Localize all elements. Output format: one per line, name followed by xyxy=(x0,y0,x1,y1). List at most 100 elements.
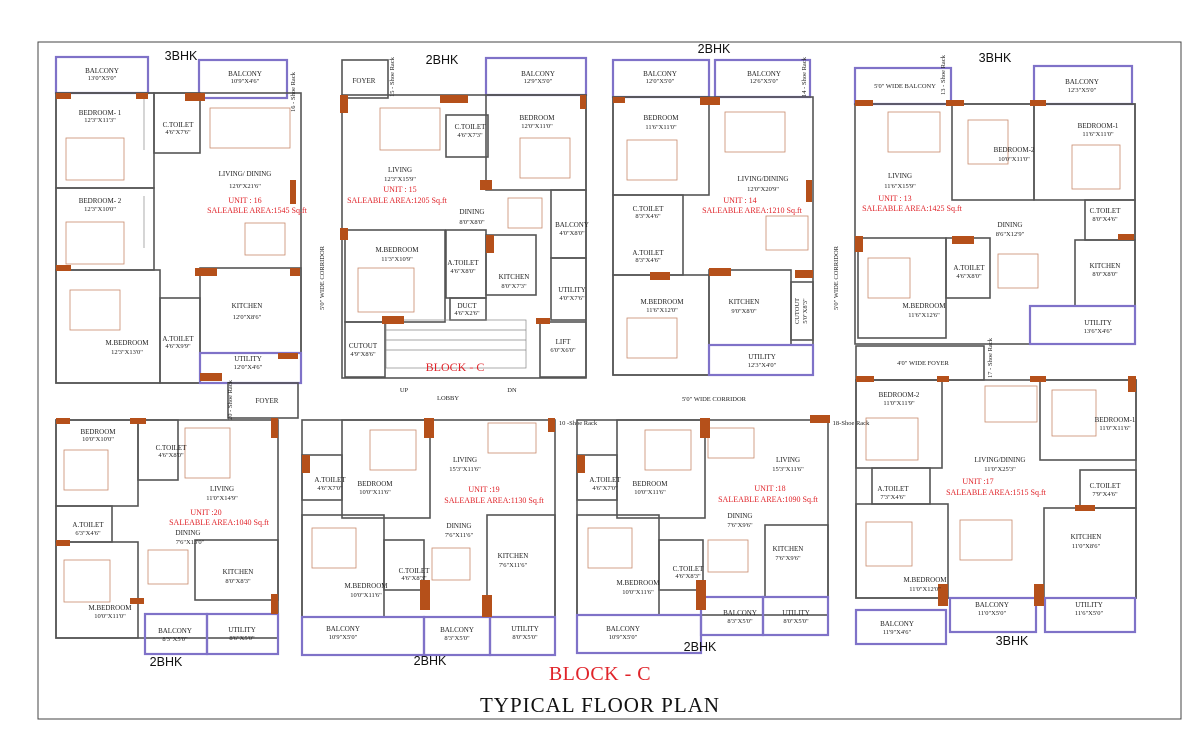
u20-kitchen-label: KITCHEN xyxy=(223,568,254,576)
u13-ctoilet-size: 8'0"X4'6" xyxy=(1092,216,1118,223)
u19-balcony-size: 10'9"X5'0" xyxy=(329,634,358,641)
u13-living-size: 11'6"X15'9" xyxy=(884,183,916,190)
u17-shoe-rack: 17 - Shoe Rack xyxy=(987,337,994,378)
u20-utility-size: 8'6"X5'0" xyxy=(229,635,255,642)
u16-kitchen-size: 12'0"X8'6" xyxy=(233,314,262,321)
u17-bed1-label: BEDROOM-1 xyxy=(1095,416,1136,424)
cutout-left-label: CUTOUT xyxy=(349,342,378,350)
u17-balcony2-size: 11'9"X4'6" xyxy=(883,629,912,636)
u20-living-label: LIVING xyxy=(210,485,234,493)
u16-saleable-area: SALEABLE AREA:1545 Sq.ft xyxy=(207,206,308,215)
u16-utility-size: 12'0"X4'6" xyxy=(234,364,263,371)
u17-mbed-label: M.BEDROOM xyxy=(904,576,948,584)
u15-utility-size: 4'0"X7'6" xyxy=(559,295,585,302)
u14-balcony-label: BALCONY xyxy=(643,70,677,78)
u14-living-size: 12'0"X20'9" xyxy=(747,186,779,193)
u17-living-size: 11'0"X25'3" xyxy=(984,466,1016,473)
u18-mbed-size: 10'0"X11'6" xyxy=(622,589,654,596)
u15-atoilet-size: 4'6"X8'0" xyxy=(450,268,476,275)
u16-bed2-label: BEDROOM- 2 xyxy=(79,197,122,205)
u13-utility-label: UTILITY xyxy=(1084,319,1112,327)
u14-utility-size: 12'3"X4'0" xyxy=(748,362,777,369)
u19-bed-size: 10'0"X11'6" xyxy=(359,489,391,496)
block-title: BLOCK - C xyxy=(548,663,652,685)
u15-mbed-size: 11'3"X10'9" xyxy=(381,256,413,263)
u15-balcony-label: BALCONY xyxy=(521,70,555,78)
u17-bed2-label: BEDROOM-2 xyxy=(879,391,920,399)
u15-bed-size: 12'0"X11'0" xyxy=(521,123,553,130)
u14-balcony2-size: 12'6"X5'0" xyxy=(750,78,779,85)
u14-atoilet-label: A.TOILET xyxy=(632,249,664,257)
u13-balcony-label: BALCONY xyxy=(1065,78,1099,86)
u17-utility-size: 11'6"X5'0" xyxy=(1075,610,1104,617)
u15-bed-label: BEDROOM xyxy=(519,114,555,122)
u13-utility-size: 13'6"X4'6" xyxy=(1084,328,1113,335)
u18-bed-size: 10'0"X11'6" xyxy=(634,489,666,496)
u15-ctoilet-size: 4'6"X7'3" xyxy=(457,132,483,139)
u15-duct-size: 4'6"X2'6" xyxy=(454,310,480,317)
u20-dining-size: 7'6"X13'0" xyxy=(176,539,205,546)
u16-bed1-label: BEDROOM- 1 xyxy=(79,109,122,117)
u16-bed2-size: 12'3"X10'0" xyxy=(84,206,116,213)
u18-dining-size: 7'6"X9'6" xyxy=(727,522,753,529)
u14-ctoilet-size: 8'3"X4'6" xyxy=(635,213,661,220)
u13-dining-label: DINING xyxy=(998,221,1023,229)
u19-kitchen-label: KITCHEN xyxy=(498,552,529,560)
u13-ctoilet-label: C.TOILET xyxy=(1090,207,1122,215)
bhk-label-top-mid-left: 2BHK xyxy=(426,53,459,67)
u13-bed2-size: 10'0"X11'0" xyxy=(998,156,1030,163)
u19-mbed-label: M.BEDROOM xyxy=(345,582,389,590)
unit-20: BEDROOM 10'0"X10'0" C.TOILET 4'6"X8'0" L… xyxy=(55,418,280,656)
u16-living-label: LIVING/ DINING xyxy=(219,170,272,178)
plan-title: TYPICAL FLOOR PLAN xyxy=(479,693,721,717)
u20-living-size: 11'0"X14'9" xyxy=(206,495,238,502)
u16-ctoilet-label: C.TOILET xyxy=(163,121,195,129)
u14-mbed-size: 11'6"X12'0" xyxy=(646,307,678,314)
u19-ctoilet-size: 4'6"X8'3" xyxy=(401,575,427,582)
u17-unit-name: UNIT :17 xyxy=(962,477,993,486)
u16-balcony2-label: BALCONY xyxy=(228,70,262,78)
unit-19: A.TOILET 4'6"X7'0" BEDROOM 10'0"X11'6" L… xyxy=(300,418,557,657)
u17-living-label: LIVING/DINING xyxy=(975,456,1026,464)
u18-ctoilet-size: 4'6"X8'3" xyxy=(675,573,701,580)
u13-bed1-size: 11'6"X11'0" xyxy=(1082,131,1114,138)
u16-ctoilet-size: 4'6"X7'6" xyxy=(165,129,191,136)
u15-kitchen-size: 8'0"X7'3" xyxy=(501,283,527,290)
u14-utility-label: UTILITY xyxy=(748,353,776,361)
u17-wide-foyer: 4'0" WIDE FOYER xyxy=(897,360,949,367)
u14-shoe-rack: 14 - Shoe Rack xyxy=(801,56,808,97)
u19-unit-name: UNIT :19 xyxy=(468,485,499,494)
u15-atoilet-label: A.TOILET xyxy=(447,259,479,267)
u20-unit-name: UNIT :20 xyxy=(190,508,221,517)
u16-foyer-label: FOYER xyxy=(256,397,279,405)
u18-balcony-size: 10'9"X5'0" xyxy=(609,634,638,641)
u15-balcony2-size: 4'0"X8'0" xyxy=(559,230,585,237)
u18-dining-label: DINING xyxy=(728,512,753,520)
u18-unit-name: UNIT :18 xyxy=(754,484,785,493)
u13-kitchen-size: 8'0"X8'0" xyxy=(1092,271,1118,278)
bhk-label-bottom-2: 2BHK xyxy=(414,654,447,668)
block-tag-lobby: BLOCK - C xyxy=(426,360,485,374)
u13-atoilet-label: A.TOILET xyxy=(953,264,985,272)
u20-kitchen-size: 8'0"X8'3" xyxy=(225,578,251,585)
u14-living-label: LIVING/DINING xyxy=(738,175,789,183)
u19-saleable-area: SALEABLE AREA:1130 Sq.ft xyxy=(444,496,544,505)
u17-atoilet-label: A.TOILET xyxy=(877,485,909,493)
bhk-label-bottom-3: 2BHK xyxy=(684,640,717,654)
u18-living-size: 15'3"X11'6" xyxy=(772,466,804,473)
u18-balcony2-size: 8'3"X5'0" xyxy=(727,618,753,625)
u15-balcony2-label: BALCONY xyxy=(555,221,589,229)
u16-shoe-rack: 16 - Shoe Rack xyxy=(290,71,297,112)
u14-bed-size: 11'6"X11'0" xyxy=(645,124,677,131)
u19-kitchen-size: 7'6"X11'6" xyxy=(499,562,528,569)
u18-balcony-label: BALCONY xyxy=(606,625,640,633)
u13-saleable-area: SALEABLE AREA:1425 Sq.ft xyxy=(862,204,963,213)
unit-18: A.TOILET 4'6"X7'0" BEDROOM 10'0"X11'6" L… xyxy=(575,415,830,655)
u14-unit-name: UNIT : 14 xyxy=(723,196,756,205)
u17-bed1-size: 11'0"X11'6" xyxy=(1099,425,1131,432)
u14-kitchen-label: KITCHEN xyxy=(729,298,760,306)
u15-foyer-label: FOYER xyxy=(353,77,376,85)
u18-utility-size: 8'0"X5'0" xyxy=(783,618,809,625)
u19-atoilet-label: A.TOILET xyxy=(314,476,346,484)
